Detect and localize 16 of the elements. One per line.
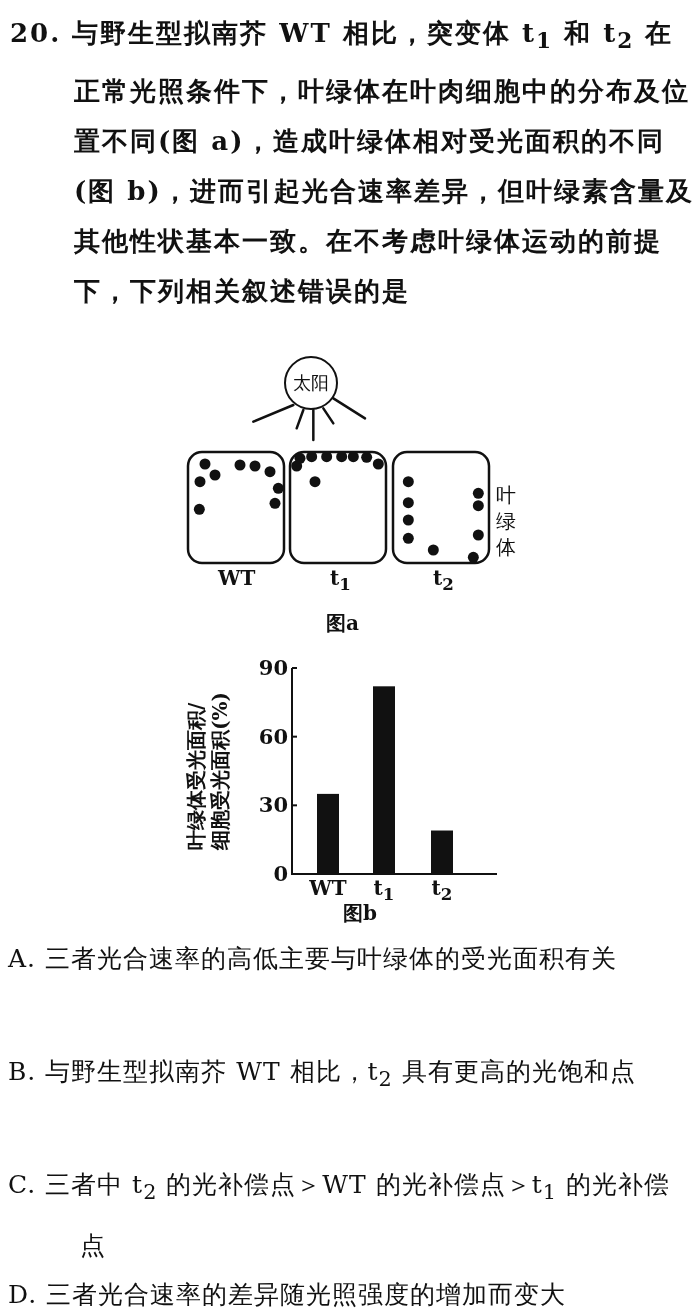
axis-title: 叶绿体受光面积/细胞受光面积(%) (184, 692, 232, 850)
part-label: 叶绿体 (496, 482, 517, 560)
cell-label: t$_{1}$ (330, 566, 351, 594)
figure-caption: 图a (326, 610, 359, 637)
question-text: 20. 与野生型拟南芥 WT 相比，突变体 t$_{1}$ 和 t$_{2}$ 在正常光照条件下，叶绿体在叶肉细胞中的分布及位置不同(图 a)，造成叶绿体相对受光面积的不同(图 b)，进而引起光合速率差异，但叶绿素含量及其他性状基本一致。在不考虑叶绿体运动的前提下，下列相关叙述错误的是 (9, 17, 695, 309)
tick-label: 90 (258, 655, 288, 680)
sun-circle: 太阳 (284, 356, 338, 410)
category-label: t$_{2}$ (430, 876, 454, 904)
tick-label: 30 (258, 792, 288, 818)
category-label: WT (308, 876, 348, 900)
answer-option: B. 与野生型拟南芥 WT 相比，t$_{2}$ 具有更高的光饱和点 (8, 1045, 688, 1106)
cell-label: WT (218, 566, 256, 590)
answer-option: A. 三者光合速率的高低主要与叶绿体的受光面积有关 (8, 932, 688, 986)
tick-label: 60 (258, 723, 288, 749)
tick-label: 0 (273, 861, 288, 886)
cell-label: t$_{2}$ (433, 566, 454, 594)
